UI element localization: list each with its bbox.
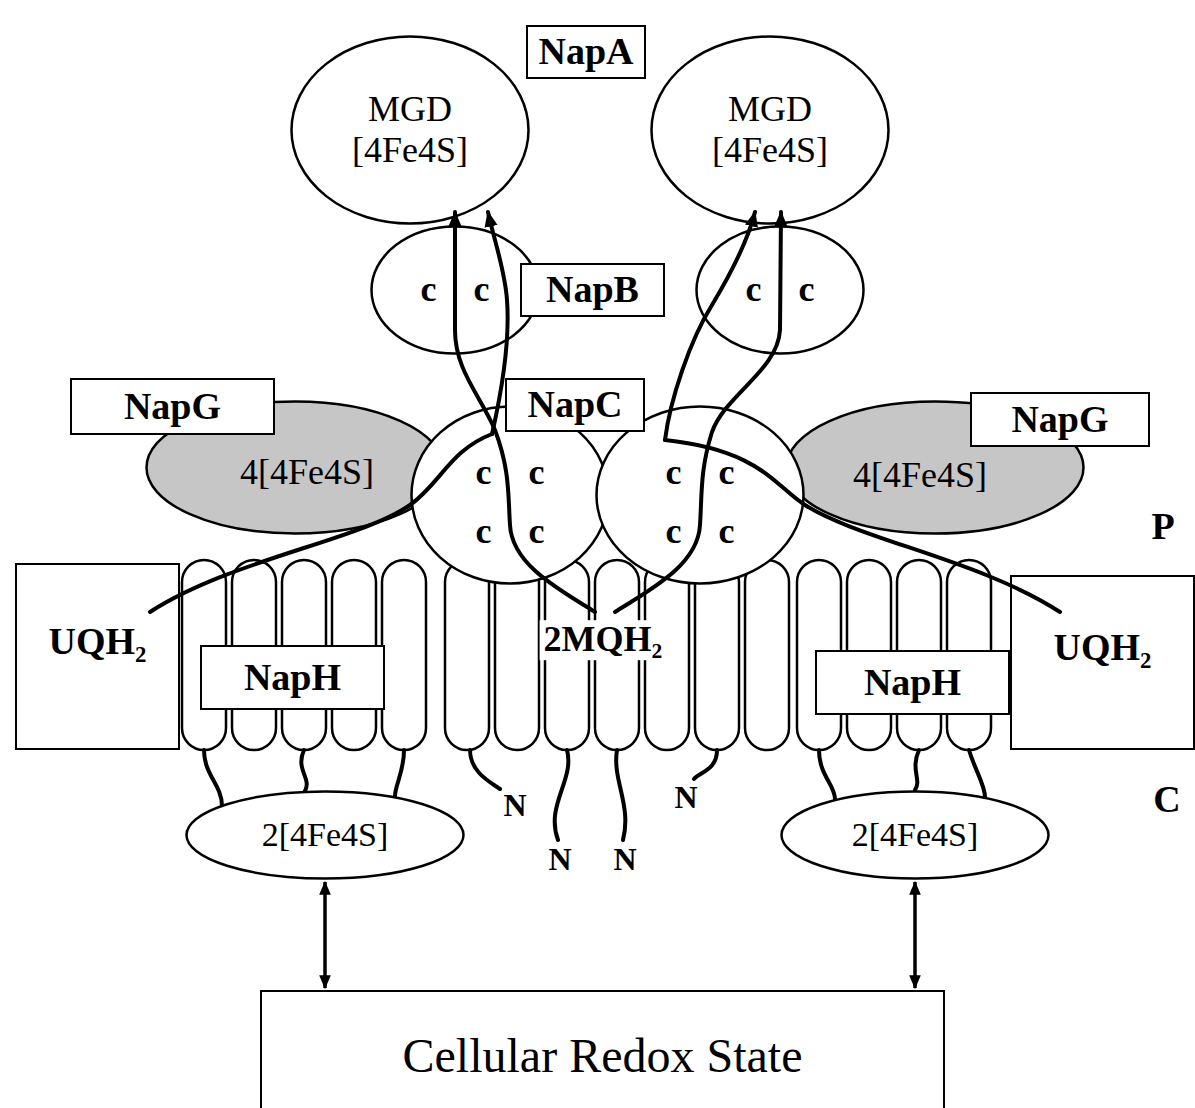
node-text: c c: [476, 452, 545, 493]
redox-link-arrow: [323, 882, 327, 988]
node-text: NapG: [1011, 398, 1108, 442]
quinone-pool-label: 2MQH₂: [540, 620, 667, 660]
iron-sulfur-ellipse: 2[4Fe4S]: [780, 790, 1050, 880]
node-text: Cellular Redox State: [403, 1028, 803, 1083]
node-text: NapA: [538, 30, 633, 74]
node-text: NapG: [124, 385, 221, 429]
ellipse-outline: [652, 37, 889, 224]
redox-link-arrow: [913, 882, 917, 988]
transmembrane-helix: [695, 560, 739, 750]
linker-wire: [204, 750, 222, 806]
mgd-subunit-ellipse: MGD [4Fe4S]: [650, 35, 890, 225]
nap-c-box: NapC: [505, 378, 645, 432]
node-text: c c: [476, 511, 545, 552]
n-terminus-tail: [555, 750, 569, 840]
node-text: 4[4Fe4S]: [853, 455, 987, 496]
transmembrane-helix: [745, 560, 789, 750]
n-terminus-tail: [694, 750, 717, 779]
side-label: C: [1153, 779, 1180, 821]
node-text: 2[4Fe4S]: [852, 815, 979, 854]
linker-wire: [915, 750, 919, 790]
transmembrane-helix: [495, 560, 539, 750]
linker-wire: [301, 750, 306, 791]
transmembrane-helix: [445, 560, 489, 750]
mgd-subunit-ellipse: MGD [4Fe4S]: [290, 35, 530, 225]
transmembrane-helix: [382, 560, 426, 750]
node-text: NapH: [864, 661, 961, 705]
nap-g-box: NapG: [970, 392, 1150, 447]
node-text: c c: [746, 269, 815, 310]
linker-wire: [969, 750, 985, 797]
iron-sulfur-ellipse: 2[4Fe4S]: [185, 790, 465, 880]
node-text: MGD [4Fe4S]: [335, 89, 485, 172]
nap-h-box: NapH: [815, 650, 1010, 715]
ellipse-outline: [187, 792, 464, 879]
n-terminus-label: N: [674, 780, 697, 815]
membrane-panel: UQH₂: [15, 563, 180, 750]
n-terminus-tail: [470, 750, 500, 789]
n-terminus-label: N: [548, 842, 571, 877]
n-terminus-label: N: [503, 788, 526, 823]
ellipse-outline: [292, 37, 529, 224]
n-terminus-label: N: [613, 842, 636, 877]
node-text: 4[4Fe4S]: [240, 452, 374, 493]
node-text: c c: [421, 269, 490, 310]
ellipse-outline: [782, 792, 1049, 879]
node-text: UQH₂: [1054, 626, 1152, 670]
side-label: P: [1151, 506, 1174, 548]
electron-flow-line: [488, 212, 508, 434]
nap-g-box: NapG: [70, 378, 275, 435]
nap-h-box: NapH: [200, 645, 385, 710]
nap-a-box: NapA: [526, 25, 645, 79]
node-text: NapH: [244, 656, 341, 700]
node-text: c c: [666, 511, 735, 552]
electron-flow-line: [665, 212, 755, 440]
membrane-panel: UQH₂: [1010, 575, 1195, 750]
node-text: MGD [4Fe4S]: [695, 89, 845, 172]
redox-state-box: Cellular Redox State: [260, 990, 945, 1108]
node-text: NapB: [546, 268, 639, 312]
electron-flow-line: [455, 212, 595, 612]
node-text: c c: [666, 452, 735, 493]
electron-flow-line: [615, 212, 781, 612]
node-text: UQH₂: [49, 620, 147, 664]
n-terminus-tail: [616, 750, 625, 840]
node-text: 2[4Fe4S]: [262, 815, 389, 854]
nap-b-box: NapB: [520, 263, 665, 317]
electron-flow-line: [665, 440, 1060, 612]
node-text: NapC: [527, 383, 622, 427]
linker-wire: [395, 750, 404, 796]
electron-flow-line: [150, 434, 492, 612]
linker-wire: [819, 750, 835, 799]
